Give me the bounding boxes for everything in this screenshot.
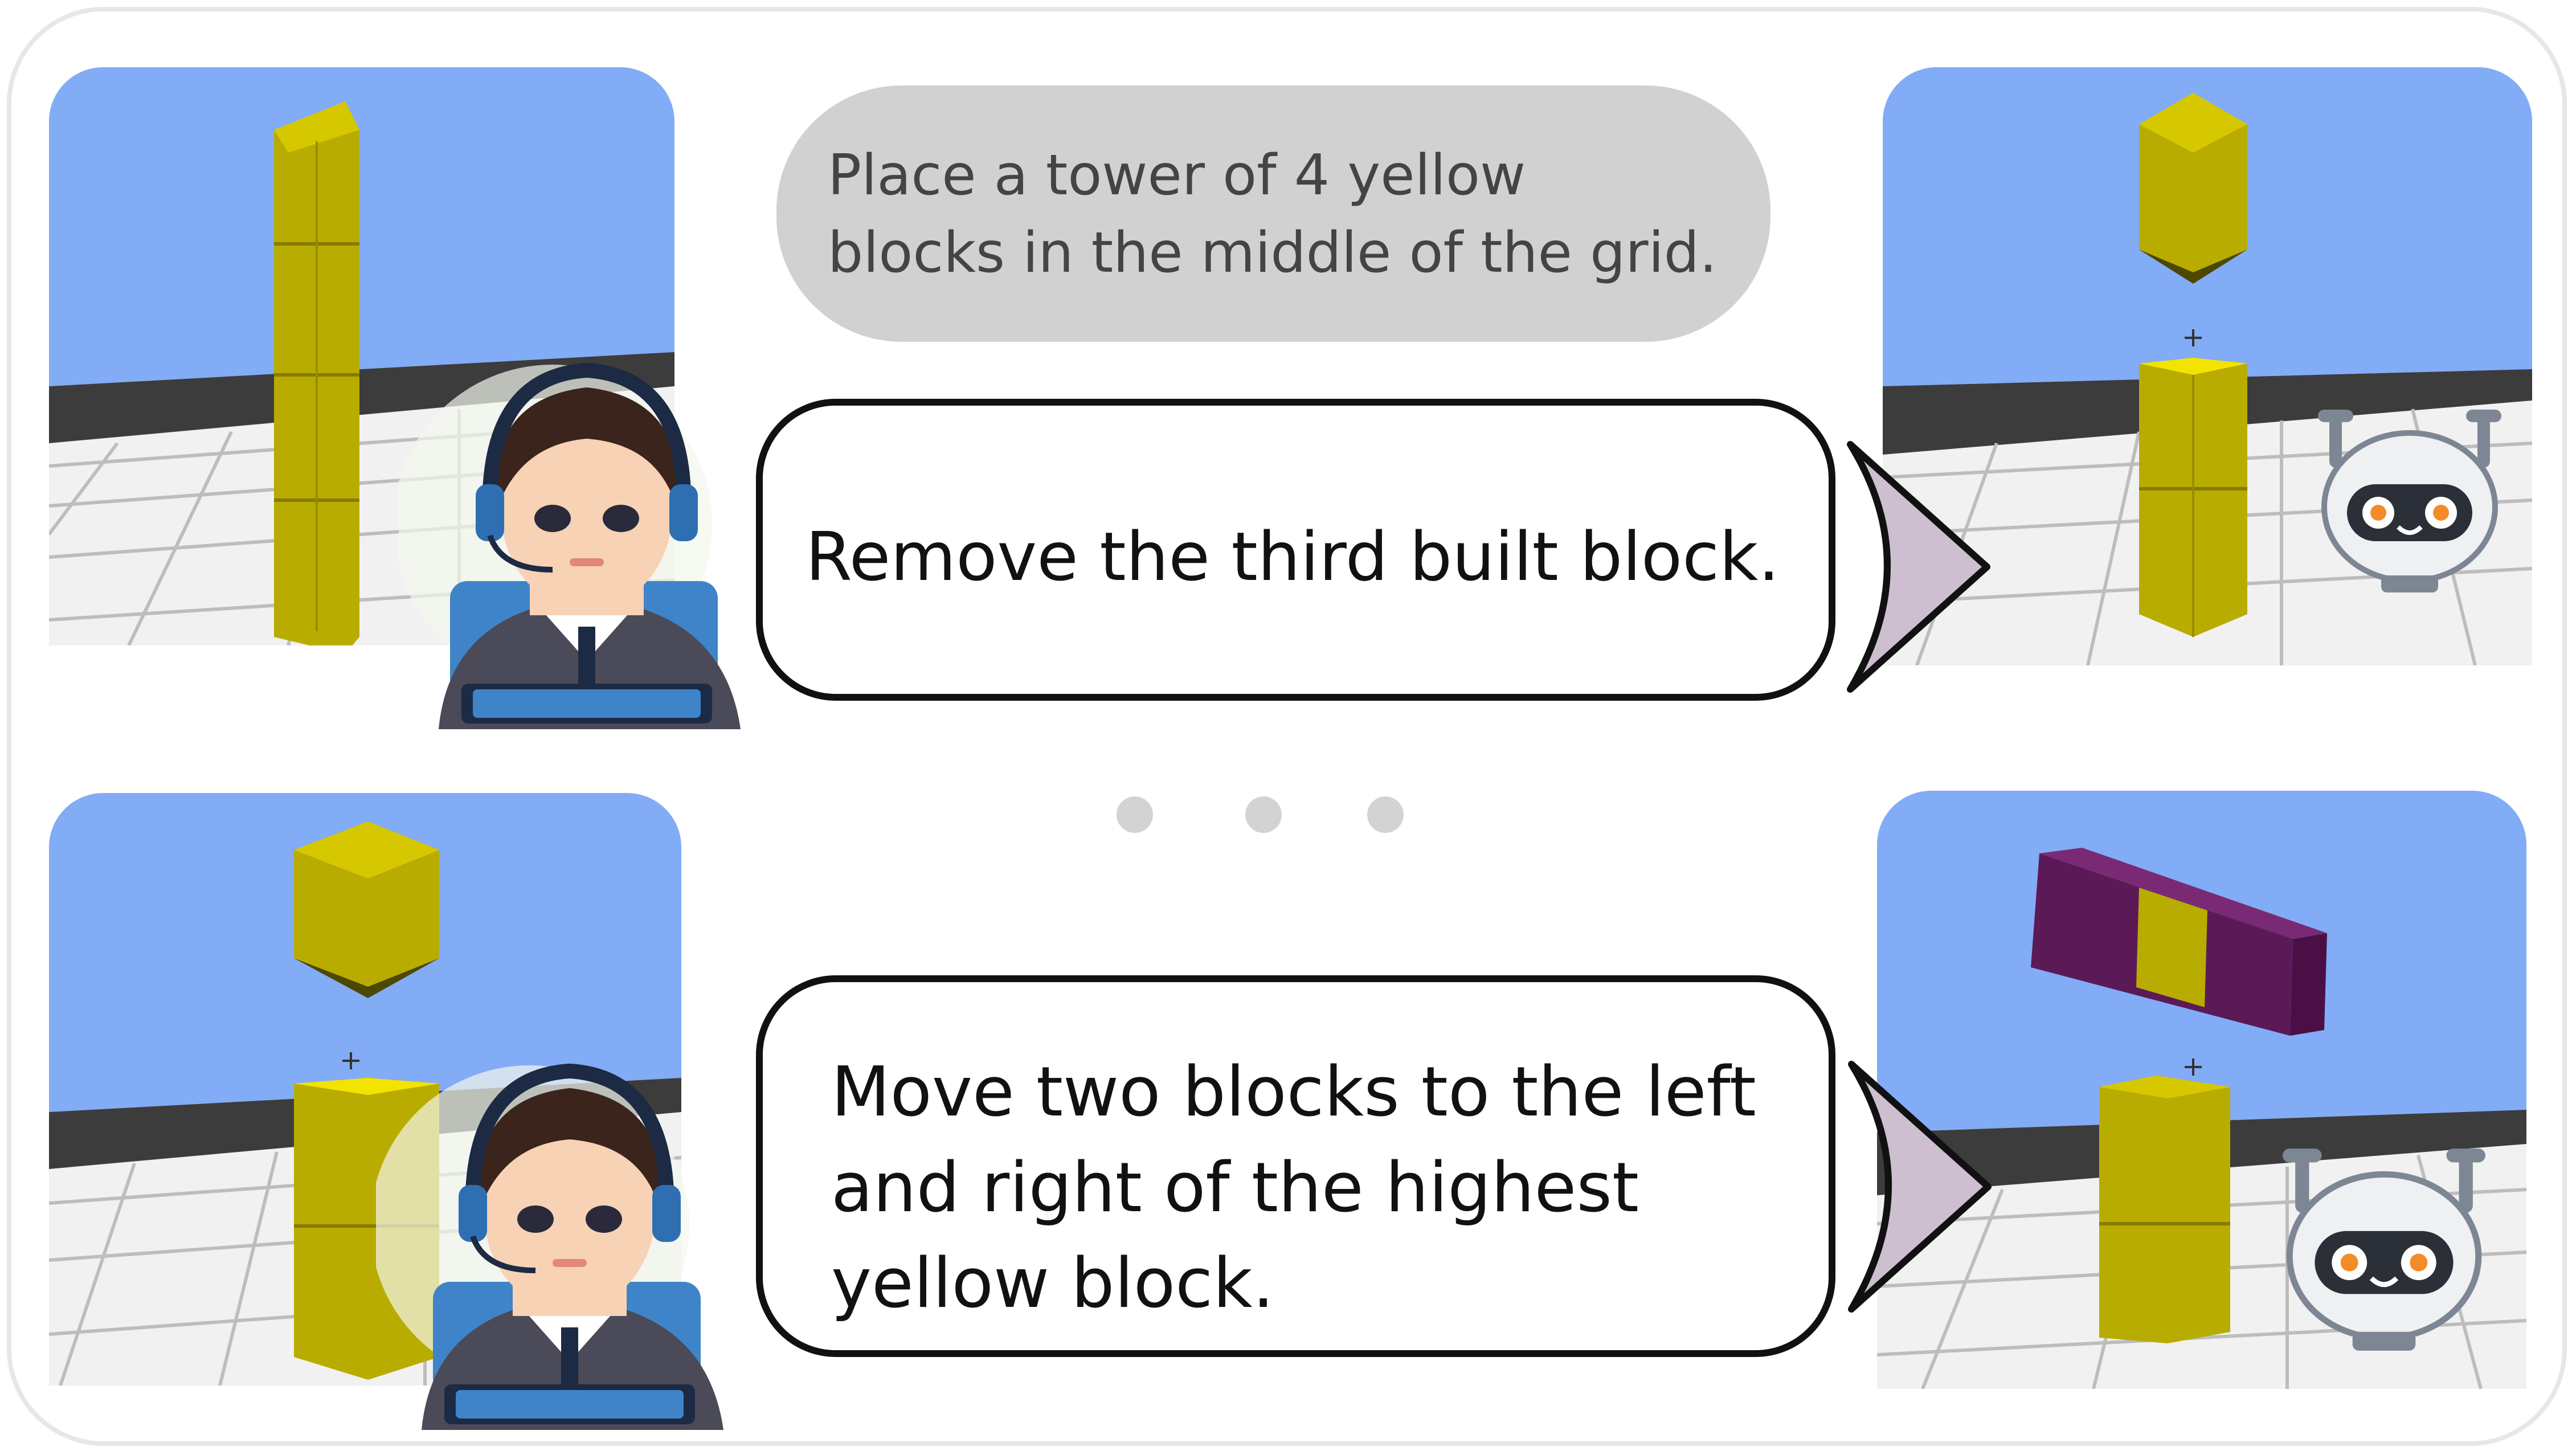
operator-with-headset-icon <box>376 1063 723 1430</box>
speech-pointer-icon <box>1848 1061 1992 1313</box>
speech-pointer-icon <box>1847 441 1990 693</box>
yellow-tower-of-two <box>2139 358 2247 637</box>
ellipsis-dot <box>1367 796 1404 833</box>
operator-with-headset-icon <box>399 362 741 729</box>
architect-speech-bubble-1: Remove the third built block. <box>756 399 1835 701</box>
architect-message-1: Remove the third built block. <box>805 517 1780 596</box>
robot-icon <box>2318 410 2501 592</box>
floating-yellow-block <box>2139 93 2247 284</box>
instruction-text: Place a tower of 4 yellow blocks in the … <box>828 143 1718 285</box>
yellow-tower-of-two <box>2099 1076 2230 1343</box>
architect-message-2: Move two blocks to the left and right of… <box>831 1053 1756 1323</box>
ellipsis-dot <box>1117 796 1153 833</box>
floating-yellow-block <box>294 821 439 998</box>
instruction-bubble: Place a tower of 4 yellow blocks in the … <box>776 85 1771 342</box>
yellow-tower <box>274 101 359 645</box>
ellipsis-dot <box>1245 796 1282 833</box>
purple-yellow-purple-bar <box>2031 848 2327 1036</box>
architect-speech-bubble-2: Move two blocks to the left and right of… <box>756 975 1835 1357</box>
robot-icon <box>2283 1149 2485 1351</box>
